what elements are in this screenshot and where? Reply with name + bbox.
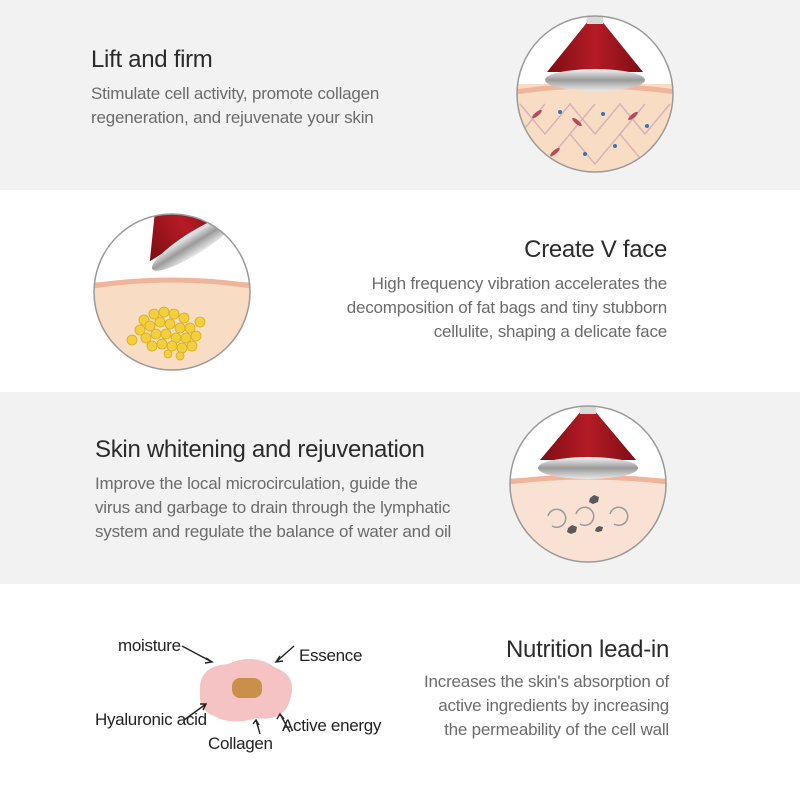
section-description: Stimulate cell activity, promote collage… (91, 84, 380, 127)
label-hyaluronic-acid: Hyaluronic acid (95, 710, 207, 729)
section-title: Skin whitening and rejuvenation (95, 436, 425, 463)
section-title: Lift and firm (91, 46, 213, 73)
section-description: High frequency vibration accelerates the… (346, 274, 667, 341)
section-whitening: Skin whitening and rejuvenation Improve … (0, 392, 800, 584)
whitening-illustration (509, 405, 667, 563)
fat-particles-icon (126, 306, 206, 361)
label-collagen: Collagen (208, 734, 273, 753)
massager-device-icon (538, 406, 638, 479)
label-moisture: moisture (118, 636, 181, 655)
section-description: Increases the skin's absorption of activ… (424, 672, 669, 739)
section-title: Create V face (524, 236, 667, 263)
impurities-icon (547, 495, 629, 534)
lift-firm-illustration (516, 15, 674, 173)
label-essence: Essence (299, 646, 363, 665)
section-v-face: Create V face High frequency vibration a… (0, 190, 800, 392)
section-lift-firm: Lift and firm Stimulate cell activity, p… (0, 0, 800, 190)
skin-cells-icon (517, 83, 673, 172)
v-face-illustration (93, 213, 251, 371)
section-title: Nutrition lead-in (506, 636, 669, 663)
section-description: Improve the local microcirculation, guid… (95, 474, 452, 541)
label-active-energy: Active energy (282, 716, 382, 735)
section-nutrition: Nutrition lead-in Increases the skin's a… (0, 584, 800, 800)
massager-device-icon (545, 16, 645, 91)
cell-diagram-icon (181, 645, 295, 734)
